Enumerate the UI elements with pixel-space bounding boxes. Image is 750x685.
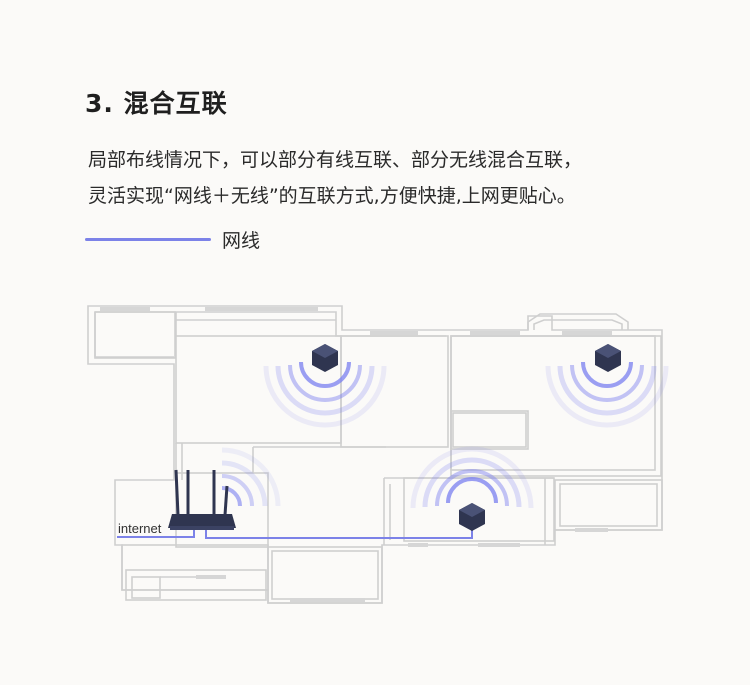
ethernet-cable	[117, 526, 473, 539]
signal-router	[221, 447, 281, 507]
internet-label: internet	[118, 521, 162, 536]
mesh-node-2-icon	[595, 344, 621, 372]
router-icon	[168, 469, 236, 530]
mesh-node-3-icon	[459, 503, 485, 531]
section-title: 3. 混合互联	[85, 89, 228, 118]
cable-legend-label: 网线	[222, 230, 261, 252]
description-line-2: 灵活实现“网线＋无线”的互联方式,方便快捷,上网更贴心。	[88, 185, 576, 207]
wifi-signals	[221, 361, 669, 509]
floor-plan-walls	[87, 305, 663, 604]
signal-node-3	[410, 446, 534, 509]
cable-legend-swatch	[85, 238, 211, 241]
description: 局部布线情况下，可以部分有线互联、部分无线混合互联， 灵活实现“网线＋无线”的互…	[88, 142, 708, 214]
signal-node-1	[263, 361, 387, 428]
description-line-1: 局部布线情况下，可以部分有线互联、部分无线混合互联，	[88, 149, 583, 171]
signal-node-2	[545, 361, 669, 428]
mesh-node-1-icon	[312, 344, 338, 372]
floor-plan-openings	[100, 307, 612, 602]
